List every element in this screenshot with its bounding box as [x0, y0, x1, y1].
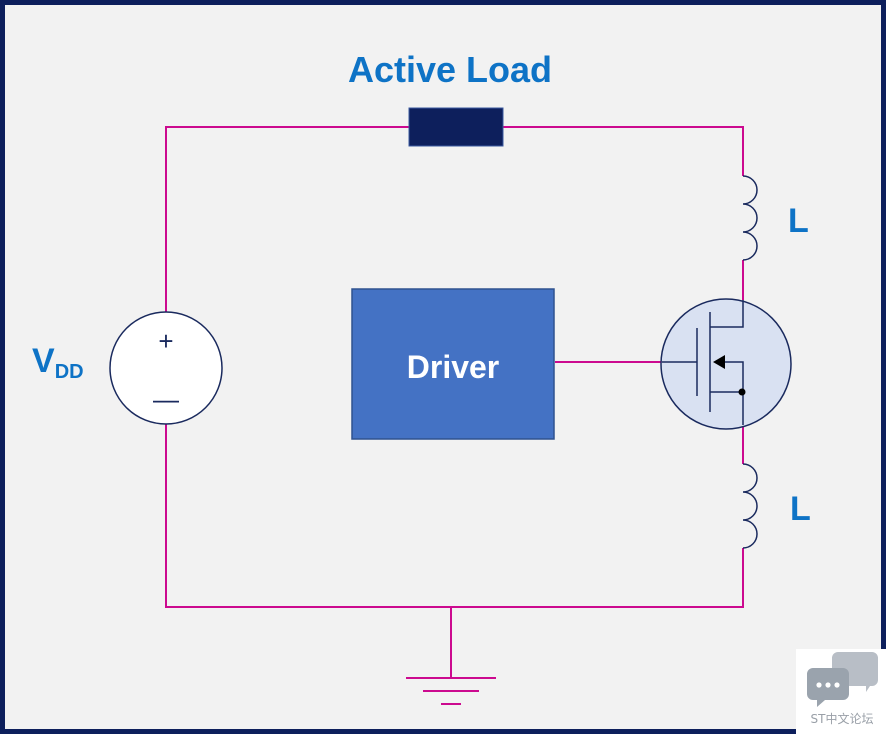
vdd-label-subscript: DD [55, 361, 84, 383]
ground-symbol [406, 677, 496, 705]
diagram-title: Active Load [348, 49, 552, 90]
inductor-bottom [742, 463, 758, 549]
watermark-text: ST中文论坛 [811, 711, 874, 726]
mosfet [660, 298, 792, 430]
mosfet-body [660, 298, 792, 430]
vdd-label: VDD [32, 342, 84, 383]
mosfet-junction-dot [738, 388, 746, 396]
vdd-label-main: V [32, 342, 55, 380]
inductor-top-label: L [788, 202, 809, 240]
voltage-source: + — [109, 311, 223, 425]
voltage-source-circle [109, 311, 223, 425]
watermark: ST中文论坛 [796, 649, 886, 734]
voltage-source-plus: + [158, 326, 173, 356]
circuit-wires [165, 126, 744, 678]
mosfet-arrow [713, 355, 725, 369]
driver-block [351, 288, 555, 440]
inductor-bottom-label: L [790, 490, 811, 528]
mosfet-body-connection [724, 361, 744, 392]
wire-bottom [165, 423, 744, 608]
wire-top-right [503, 126, 744, 176]
wire-top-left [165, 126, 409, 313]
driver-label: Driver [407, 349, 500, 385]
active-load-resistor [408, 107, 504, 147]
inductor-top [742, 175, 758, 261]
mosfet-drain [710, 300, 744, 328]
voltage-source-minus: — [153, 384, 179, 414]
